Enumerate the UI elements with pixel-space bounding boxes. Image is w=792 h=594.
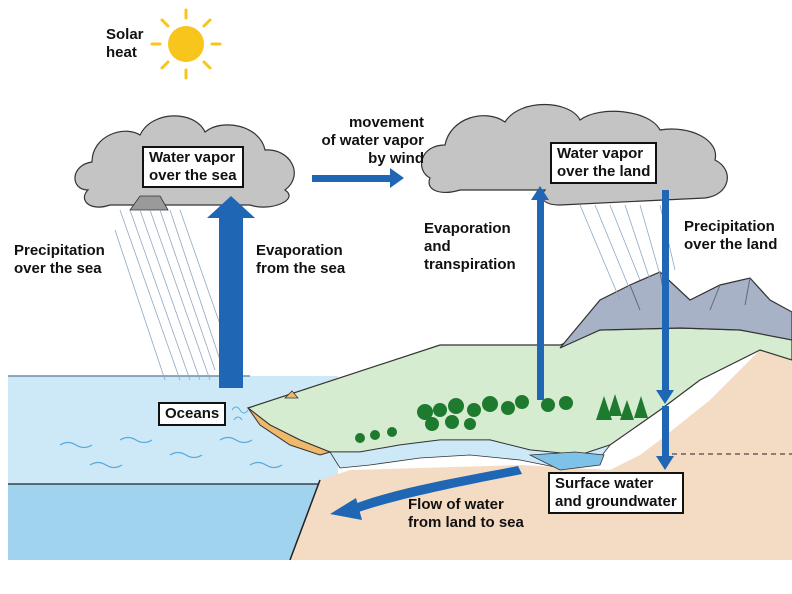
ocean: [8, 375, 338, 560]
surf: [231, 406, 249, 421]
precipitation-land-arrow: [656, 190, 674, 404]
wind-movement-label: movement of water vapor by wind: [321, 114, 424, 167]
flow-land-sea-label: Flow of water from land to sea: [408, 496, 524, 531]
mountains: [559, 271, 792, 349]
evaporation-sea-label: Evaporation from the sea: [256, 242, 346, 277]
evapotranspiration-arrow: [531, 186, 549, 400]
sun-icon: [150, 8, 222, 80]
surface-groundwater-box: Surface water and groundwater: [548, 472, 684, 514]
infiltration-arrow: [656, 406, 674, 470]
evapotranspiration-label: Evaporation and transpiration: [424, 220, 516, 273]
solar-heat-label: Solar heat: [106, 26, 144, 61]
trees: [355, 394, 648, 443]
evaporation-sea-arrow: [207, 196, 255, 388]
runoff-arrow: [330, 466, 522, 520]
vapor-sea-box: Water vapor over the sea: [142, 146, 244, 188]
precipitation-land-label: Precipitation over the land: [684, 218, 778, 253]
precipitation-sea-label: Precipitation over the sea: [14, 242, 105, 277]
oceans-box: Oceans: [158, 402, 227, 426]
wind-arrow: [312, 168, 404, 188]
rain-over-sea: [114, 209, 223, 381]
vapor-land-box: Water vapor over the land: [550, 142, 658, 184]
